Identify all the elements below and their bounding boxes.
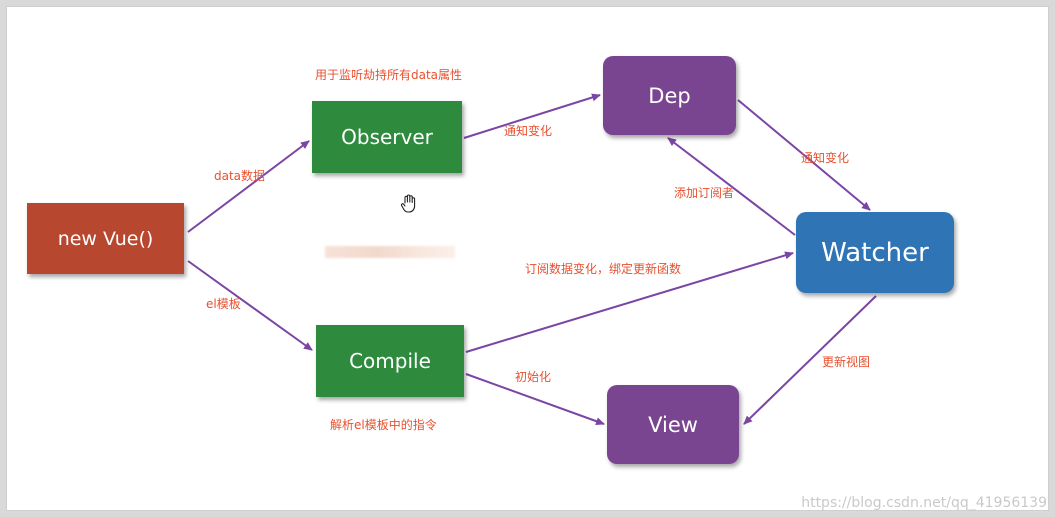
label-update-view: 更新视图 <box>822 355 871 369</box>
node-new-vue: new Vue() <box>27 203 184 274</box>
label-subscribe-bind: 订阅数据变化，绑定更新函数 <box>525 262 682 276</box>
node-dep-label: Dep <box>648 83 691 108</box>
edge-dep-watcher <box>737 99 871 211</box>
label-data-edge: data数据 <box>214 169 266 183</box>
edge-compile-view <box>465 373 605 426</box>
hand-cursor-icon <box>400 194 418 214</box>
node-compile: Compile <box>316 325 464 397</box>
edge-vue-compile <box>187 260 313 351</box>
blurred-text-strip <box>325 246 455 258</box>
edge-compile-watcher <box>465 251 794 353</box>
label-el-edge: el模板 <box>206 297 241 311</box>
edge-watcher-dep <box>667 137 796 236</box>
node-watcher-label: Watcher <box>821 237 929 268</box>
node-view-label: View <box>648 412 698 437</box>
node-observer: Observer <box>312 101 462 173</box>
edge-watcher-view <box>743 295 877 425</box>
node-view: View <box>607 385 739 464</box>
edge-vue-observer <box>187 140 310 233</box>
node-new-vue-label: new Vue() <box>57 227 154 250</box>
node-compile-label: Compile <box>349 349 431 373</box>
label-init: 初始化 <box>515 370 552 384</box>
watermark: https://blog.csdn.net/qq_41956139 <box>801 495 1047 511</box>
label-compile-desc: 解析el模板中的指令 <box>330 418 437 432</box>
edge-observer-dep <box>463 93 601 139</box>
label-observer-desc: 用于监听劫持所有data属性 <box>315 68 463 82</box>
label-notify-dep: 通知变化 <box>504 124 553 138</box>
node-watcher: Watcher <box>796 212 954 293</box>
node-dep: Dep <box>603 56 736 135</box>
node-observer-label: Observer <box>341 125 433 149</box>
label-add-subscriber: 添加订阅者 <box>674 186 735 200</box>
label-notify-watcher: 通知变化 <box>801 151 850 165</box>
